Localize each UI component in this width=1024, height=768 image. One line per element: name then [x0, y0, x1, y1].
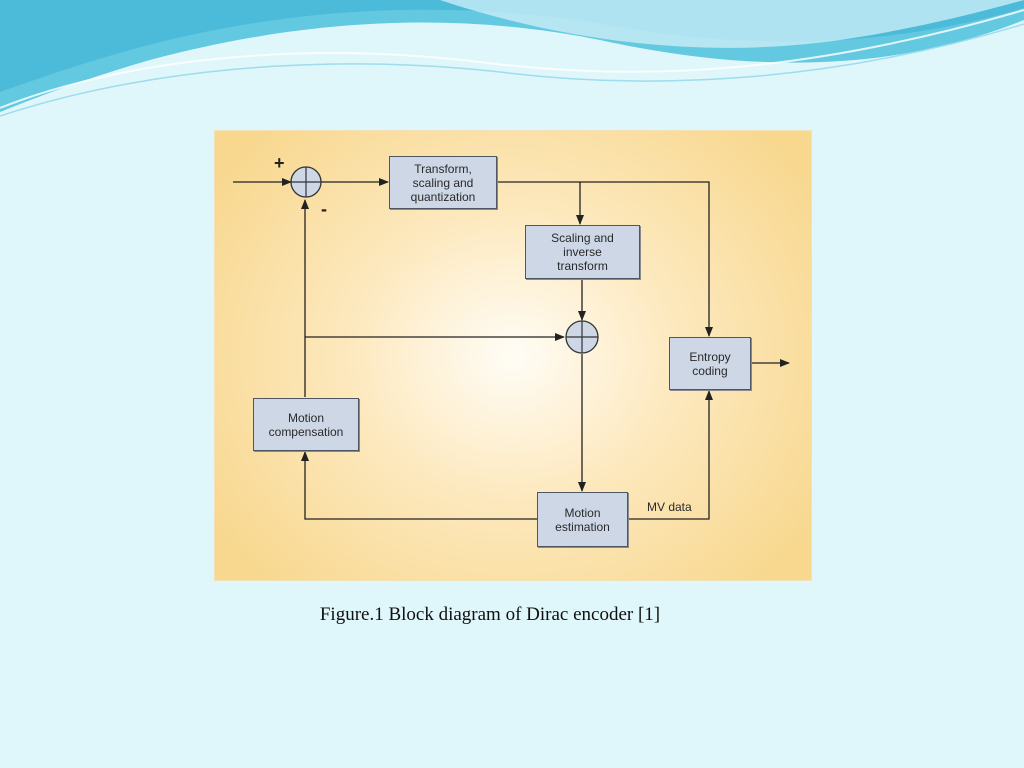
arrow-mvdata-to-entropy — [628, 390, 713, 520]
diagram-connectors — [233, 166, 790, 520]
arrow-est-to-comp — [301, 451, 537, 520]
adder-node — [565, 320, 599, 354]
motion-estimation-block: Motion estimation — [537, 492, 628, 547]
subtractor-node — [290, 166, 322, 198]
scaling-inverse-transform-block: Scaling and inverse transform — [525, 225, 640, 279]
mv-data-label: MV data — [647, 500, 692, 514]
minus-sign: - — [321, 199, 327, 219]
dirac-encoder-diagram: + - Transform, scaling and quantization … — [214, 130, 812, 581]
arrow-transform-to-entropy — [496, 181, 713, 337]
motion-compensation-block: Motion compensation — [253, 398, 359, 451]
figure-caption: Figure.1 Block diagram of Dirac encoder … — [319, 604, 661, 625]
plus-sign: + — [274, 153, 285, 173]
entropy-coding-block: Entropy coding — [669, 337, 751, 390]
transform-scaling-quantization-block: Transform, scaling and quantization — [389, 156, 497, 209]
header-wave-decoration — [0, 0, 1024, 117]
